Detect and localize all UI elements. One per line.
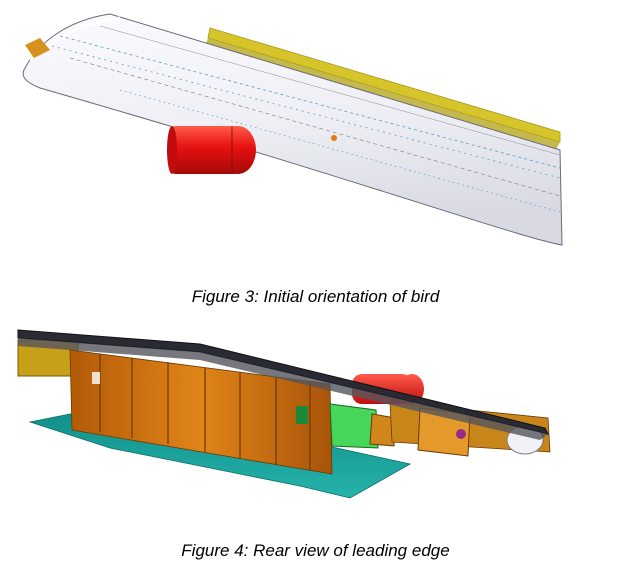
figure-3-caption: Figure 3: Initial orientation of bird [191,287,440,306]
figure-3-image [0,0,631,262]
figure-4-image [0,322,631,512]
figure-4-caption: Figure 4: Rear view of leading edge [181,541,450,560]
leading-edge-render [17,329,551,499]
wing-surface [22,13,563,246]
green-bracket [329,403,379,449]
wing-render [22,13,563,246]
impact-point-marker [331,135,337,141]
wing-tip-marker [25,38,50,58]
rib-panel [69,349,333,475]
bird-projectile [167,126,256,174]
